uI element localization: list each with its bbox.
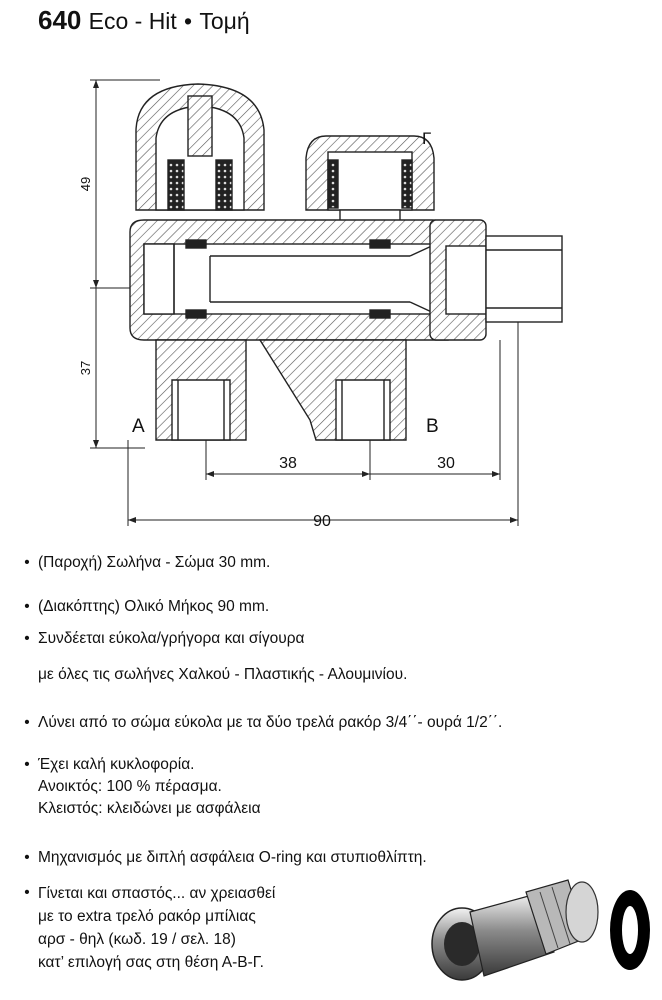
dimension-38: 38 [279, 455, 297, 472]
dimension-37: 37 [78, 361, 93, 375]
product-name: Eco - Hit [88, 8, 177, 34]
right-connector [429, 219, 563, 341]
valve-body [129, 219, 449, 341]
feature-line: κατ’ επιλογή σας στη θέση Α-Β-Γ. [38, 954, 264, 971]
outlet-b [258, 339, 407, 441]
dimension-90: 90 [313, 513, 331, 530]
feature-line: Συνδέεται εύκολα/γρήγορα και σίγουρα [38, 630, 305, 647]
feature-line: αρσ - θηλ (κωδ. 19 / σελ. 18) [38, 931, 236, 948]
dimension-49: 49 [78, 177, 93, 191]
dimension-30: 30 [437, 455, 455, 472]
feature-line: Έχει καλή κυκλοφορία. [38, 756, 195, 773]
o-ring-icon [610, 890, 650, 970]
bullet-dot: • [24, 884, 30, 901]
dimension-arrows [93, 80, 518, 523]
feature-line: (Διακόπτης) Ολικό Μήκος 90 mm. [38, 598, 270, 615]
fitting-body [431, 879, 599, 981]
bullet-dot: • [24, 849, 30, 866]
feature-line: Κλειστός: κλειδώνει με ασφάλεια [38, 800, 261, 817]
product-code: 640 [38, 5, 82, 35]
valve-section-drawing: 49 37 38 30 90 [78, 79, 563, 530]
valve-cap [135, 83, 265, 211]
bullet-dot: • [24, 756, 30, 773]
title-subtitle: Τομή [199, 8, 250, 34]
bullet-dot: • [24, 714, 30, 731]
bullet-dot: • [24, 630, 30, 647]
feature-line: (Παροχή) Σωλήνα - Σώμα 30 mm. [38, 554, 271, 571]
title-separator: • [184, 8, 193, 34]
outlet-a [155, 339, 247, 441]
feature-line: Λύνει από το σώμα εύκολα με τα δύο τρελά… [38, 714, 503, 731]
feature-line: Γίνεται και σπαστός... αν χρειασθεί [38, 885, 276, 902]
bullet-dot: • [24, 554, 30, 571]
feature-line: με όλες τις σωλήνες Χαλκού - Πλαστικής -… [38, 666, 408, 683]
label-b: B [426, 416, 439, 437]
union-fitting-photo [431, 879, 650, 981]
label-gamma: Γ [422, 129, 431, 148]
page-title: 640 Eco - Hit • Τομή [38, 4, 250, 37]
feature-line: Μηχανισμός με διπλή ασφάλεια O-ring και … [38, 849, 427, 866]
bullet-dot: • [24, 598, 30, 615]
feature-line: Ανοικτός: 100 % πέρασμα. [38, 778, 222, 795]
feature-line: με το extra τρελό ρακόρ μπίλιας [38, 908, 256, 925]
label-a: A [132, 416, 145, 437]
